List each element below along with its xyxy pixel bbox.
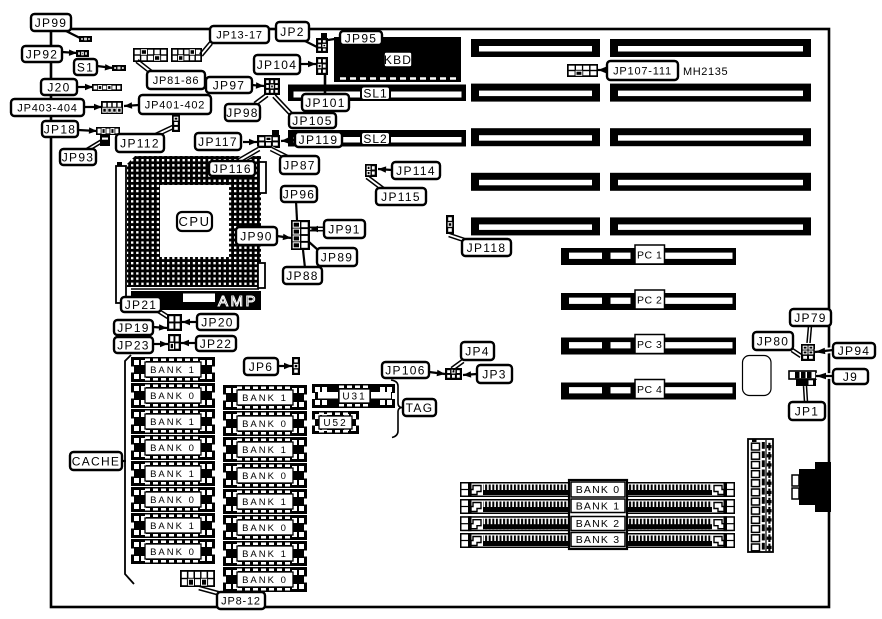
svg-text:JP87: JP87 xyxy=(283,158,316,172)
svg-text:BANK 0: BANK 0 xyxy=(150,547,196,558)
svg-text:JP20: JP20 xyxy=(201,315,234,329)
svg-text:JP116: JP116 xyxy=(212,162,252,176)
svg-text:JP117: JP117 xyxy=(198,135,238,149)
svg-text:JP8-12: JP8-12 xyxy=(221,596,261,608)
svg-text:JP4: JP4 xyxy=(465,344,490,358)
svg-text:BANK 1: BANK 1 xyxy=(150,469,196,480)
svg-text:JP3: JP3 xyxy=(482,367,507,381)
svg-text:JP106: JP106 xyxy=(385,363,426,377)
svg-text:JP80: JP80 xyxy=(757,334,790,348)
svg-text:JP94: JP94 xyxy=(838,344,871,358)
svg-text:JP97: JP97 xyxy=(213,78,246,92)
svg-text:BANK 0: BANK 0 xyxy=(150,391,196,402)
svg-text:JP119: JP119 xyxy=(299,133,339,147)
svg-text:U52: U52 xyxy=(323,418,347,429)
svg-text:J9: J9 xyxy=(843,370,858,384)
svg-text:MH2135: MH2135 xyxy=(683,66,728,78)
svg-text:JP2: JP2 xyxy=(280,25,305,39)
svg-text:JP93: JP93 xyxy=(62,150,95,164)
svg-text:BANK 1: BANK 1 xyxy=(242,549,288,560)
svg-text:JP96: JP96 xyxy=(283,187,316,201)
svg-text:BANK 0: BANK 0 xyxy=(150,443,196,454)
svg-text:JP105: JP105 xyxy=(292,114,333,128)
svg-text:S1: S1 xyxy=(77,60,94,74)
svg-text:JP114: JP114 xyxy=(396,164,436,178)
svg-text:JP21: JP21 xyxy=(125,298,158,312)
svg-text:JP101: JP101 xyxy=(305,96,346,110)
svg-text:BANK 0: BANK 0 xyxy=(242,471,288,482)
svg-text:CACHE: CACHE xyxy=(72,454,121,468)
svg-text:PC 2: PC 2 xyxy=(637,295,662,307)
svg-text:JP6: JP6 xyxy=(249,360,274,374)
svg-text:JP90: JP90 xyxy=(240,229,273,243)
svg-text:PC 4: PC 4 xyxy=(637,384,662,396)
svg-text:JP112: JP112 xyxy=(120,136,160,150)
svg-text:JP91: JP91 xyxy=(328,222,361,236)
svg-text:CPU: CPU xyxy=(179,214,211,229)
svg-text:JP89: JP89 xyxy=(321,250,354,264)
svg-text:JP99: JP99 xyxy=(35,16,68,30)
svg-text:BANK 1: BANK 1 xyxy=(576,500,621,512)
svg-text:BANK 1: BANK 1 xyxy=(150,521,196,532)
svg-text:AMP: AMP xyxy=(218,293,258,310)
svg-text:JP403-404: JP403-404 xyxy=(17,103,77,115)
svg-text:JP18: JP18 xyxy=(44,122,77,136)
svg-text:BANK 1: BANK 1 xyxy=(242,445,288,456)
svg-text:JP118: JP118 xyxy=(467,241,507,255)
svg-text:JP104: JP104 xyxy=(257,58,298,72)
svg-text:KBD: KBD xyxy=(384,53,412,67)
svg-text:JP22: JP22 xyxy=(200,337,233,351)
svg-text:JP92: JP92 xyxy=(26,47,59,61)
svg-text:J20: J20 xyxy=(47,80,70,94)
svg-text:JP401-402: JP401-402 xyxy=(145,100,205,112)
svg-text:JP79: JP79 xyxy=(794,311,827,325)
svg-text:BANK 0: BANK 0 xyxy=(242,575,288,586)
svg-text:JP88: JP88 xyxy=(286,269,319,283)
svg-text:PC 3: PC 3 xyxy=(637,339,662,351)
svg-text:JP13-17: JP13-17 xyxy=(216,30,263,42)
svg-text:JP107-111: JP107-111 xyxy=(613,66,672,78)
svg-text:BANK 0: BANK 0 xyxy=(150,495,196,506)
svg-text:JP115: JP115 xyxy=(381,190,421,204)
svg-text:BANK 1: BANK 1 xyxy=(150,417,196,428)
svg-text:BANK 1: BANK 1 xyxy=(150,365,196,376)
svg-text:PC 1: PC 1 xyxy=(637,250,662,262)
svg-text:BANK 2: BANK 2 xyxy=(576,518,621,530)
svg-text:JP95: JP95 xyxy=(345,31,378,45)
svg-text:SL2: SL2 xyxy=(363,132,387,146)
svg-text:BANK 3: BANK 3 xyxy=(576,534,621,546)
svg-text:BANK 0: BANK 0 xyxy=(242,523,288,534)
svg-text:JP19: JP19 xyxy=(117,321,150,335)
svg-text:BANK 1: BANK 1 xyxy=(242,393,288,404)
svg-text:BANK 1: BANK 1 xyxy=(242,497,288,508)
svg-text:JP81-86: JP81-86 xyxy=(153,75,200,87)
svg-text:SL1: SL1 xyxy=(363,87,387,101)
svg-text:U31: U31 xyxy=(342,392,366,403)
svg-text:JP1: JP1 xyxy=(795,404,820,418)
svg-text:JP23: JP23 xyxy=(117,338,150,352)
svg-text:TAG: TAG xyxy=(406,401,434,415)
svg-text:JP98: JP98 xyxy=(226,106,259,120)
svg-text:BANK 0: BANK 0 xyxy=(242,419,288,430)
svg-text:BANK 0: BANK 0 xyxy=(576,484,621,496)
